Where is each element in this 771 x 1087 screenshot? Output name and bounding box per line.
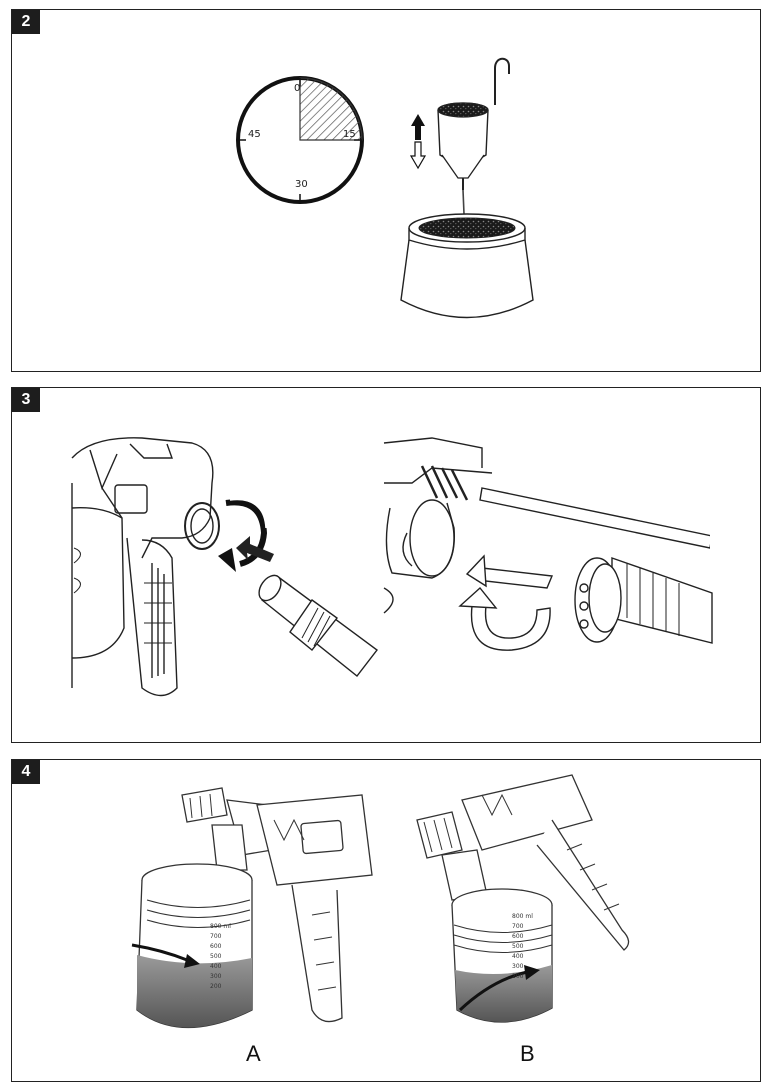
spray-gun-a: 800 ml 700 600 500 400 300 200 bbox=[131, 787, 373, 1029]
spray-gun-b: 800 ml 700 600 500 400 300 200 bbox=[416, 774, 630, 1023]
step-2-illustration: 0 15 30 45 bbox=[236, 57, 534, 319]
scale-mark: 600 bbox=[512, 933, 524, 940]
scale-mark: 200 bbox=[210, 983, 222, 990]
step-number-badge: 4 bbox=[12, 760, 40, 784]
scale-mark: 800 ml bbox=[210, 923, 231, 930]
scale-mark: 300 bbox=[210, 973, 222, 980]
option-label-b: B bbox=[520, 1041, 535, 1066]
push-arrow-icon bbox=[236, 536, 274, 562]
option-label-a: A bbox=[246, 1041, 261, 1066]
paint-can-icon bbox=[400, 213, 534, 319]
hose-connector bbox=[258, 574, 378, 677]
scale-mark: 500 bbox=[210, 953, 222, 960]
scale-mark: 200 bbox=[512, 973, 524, 980]
timer-clock-icon: 0 15 30 45 bbox=[236, 76, 364, 204]
step-3-illustration bbox=[71, 437, 713, 697]
step-4-panel: 4 bbox=[11, 759, 761, 1082]
nozzle-head bbox=[574, 557, 713, 644]
scale-mark: 700 bbox=[210, 933, 222, 940]
scale-mark: 600 bbox=[210, 943, 222, 950]
up-down-arrow-icon bbox=[409, 114, 427, 170]
rotate-arrow-icon bbox=[218, 498, 268, 572]
scale-mark: 700 bbox=[512, 923, 524, 930]
viscosity-cup-icon bbox=[437, 57, 510, 239]
step-number-badge: 2 bbox=[12, 10, 40, 34]
spray-gun-front-view bbox=[383, 437, 710, 614]
timer-mark-0: 0 bbox=[294, 83, 300, 94]
timer-mark-15: 15 bbox=[343, 129, 356, 140]
scale-mark: 300 bbox=[512, 963, 524, 970]
step-2-panel: 2 0 15 30 45 bbox=[11, 9, 761, 372]
timer-mark-45: 45 bbox=[248, 129, 261, 140]
step-4-illustration: 800 ml 700 600 500 400 300 200 bbox=[131, 774, 630, 1029]
rotate-arrow-icon bbox=[458, 554, 554, 651]
scale-mark: 500 bbox=[512, 943, 524, 950]
step-number-badge: 3 bbox=[12, 388, 40, 412]
timer-mark-30: 30 bbox=[295, 179, 308, 190]
scale-mark: 800 ml bbox=[512, 913, 533, 920]
spray-gun-rear-view bbox=[71, 437, 220, 697]
scale-mark: 400 bbox=[210, 963, 222, 970]
step-3-panel: 3 bbox=[11, 387, 761, 743]
scale-mark: 400 bbox=[512, 953, 524, 960]
